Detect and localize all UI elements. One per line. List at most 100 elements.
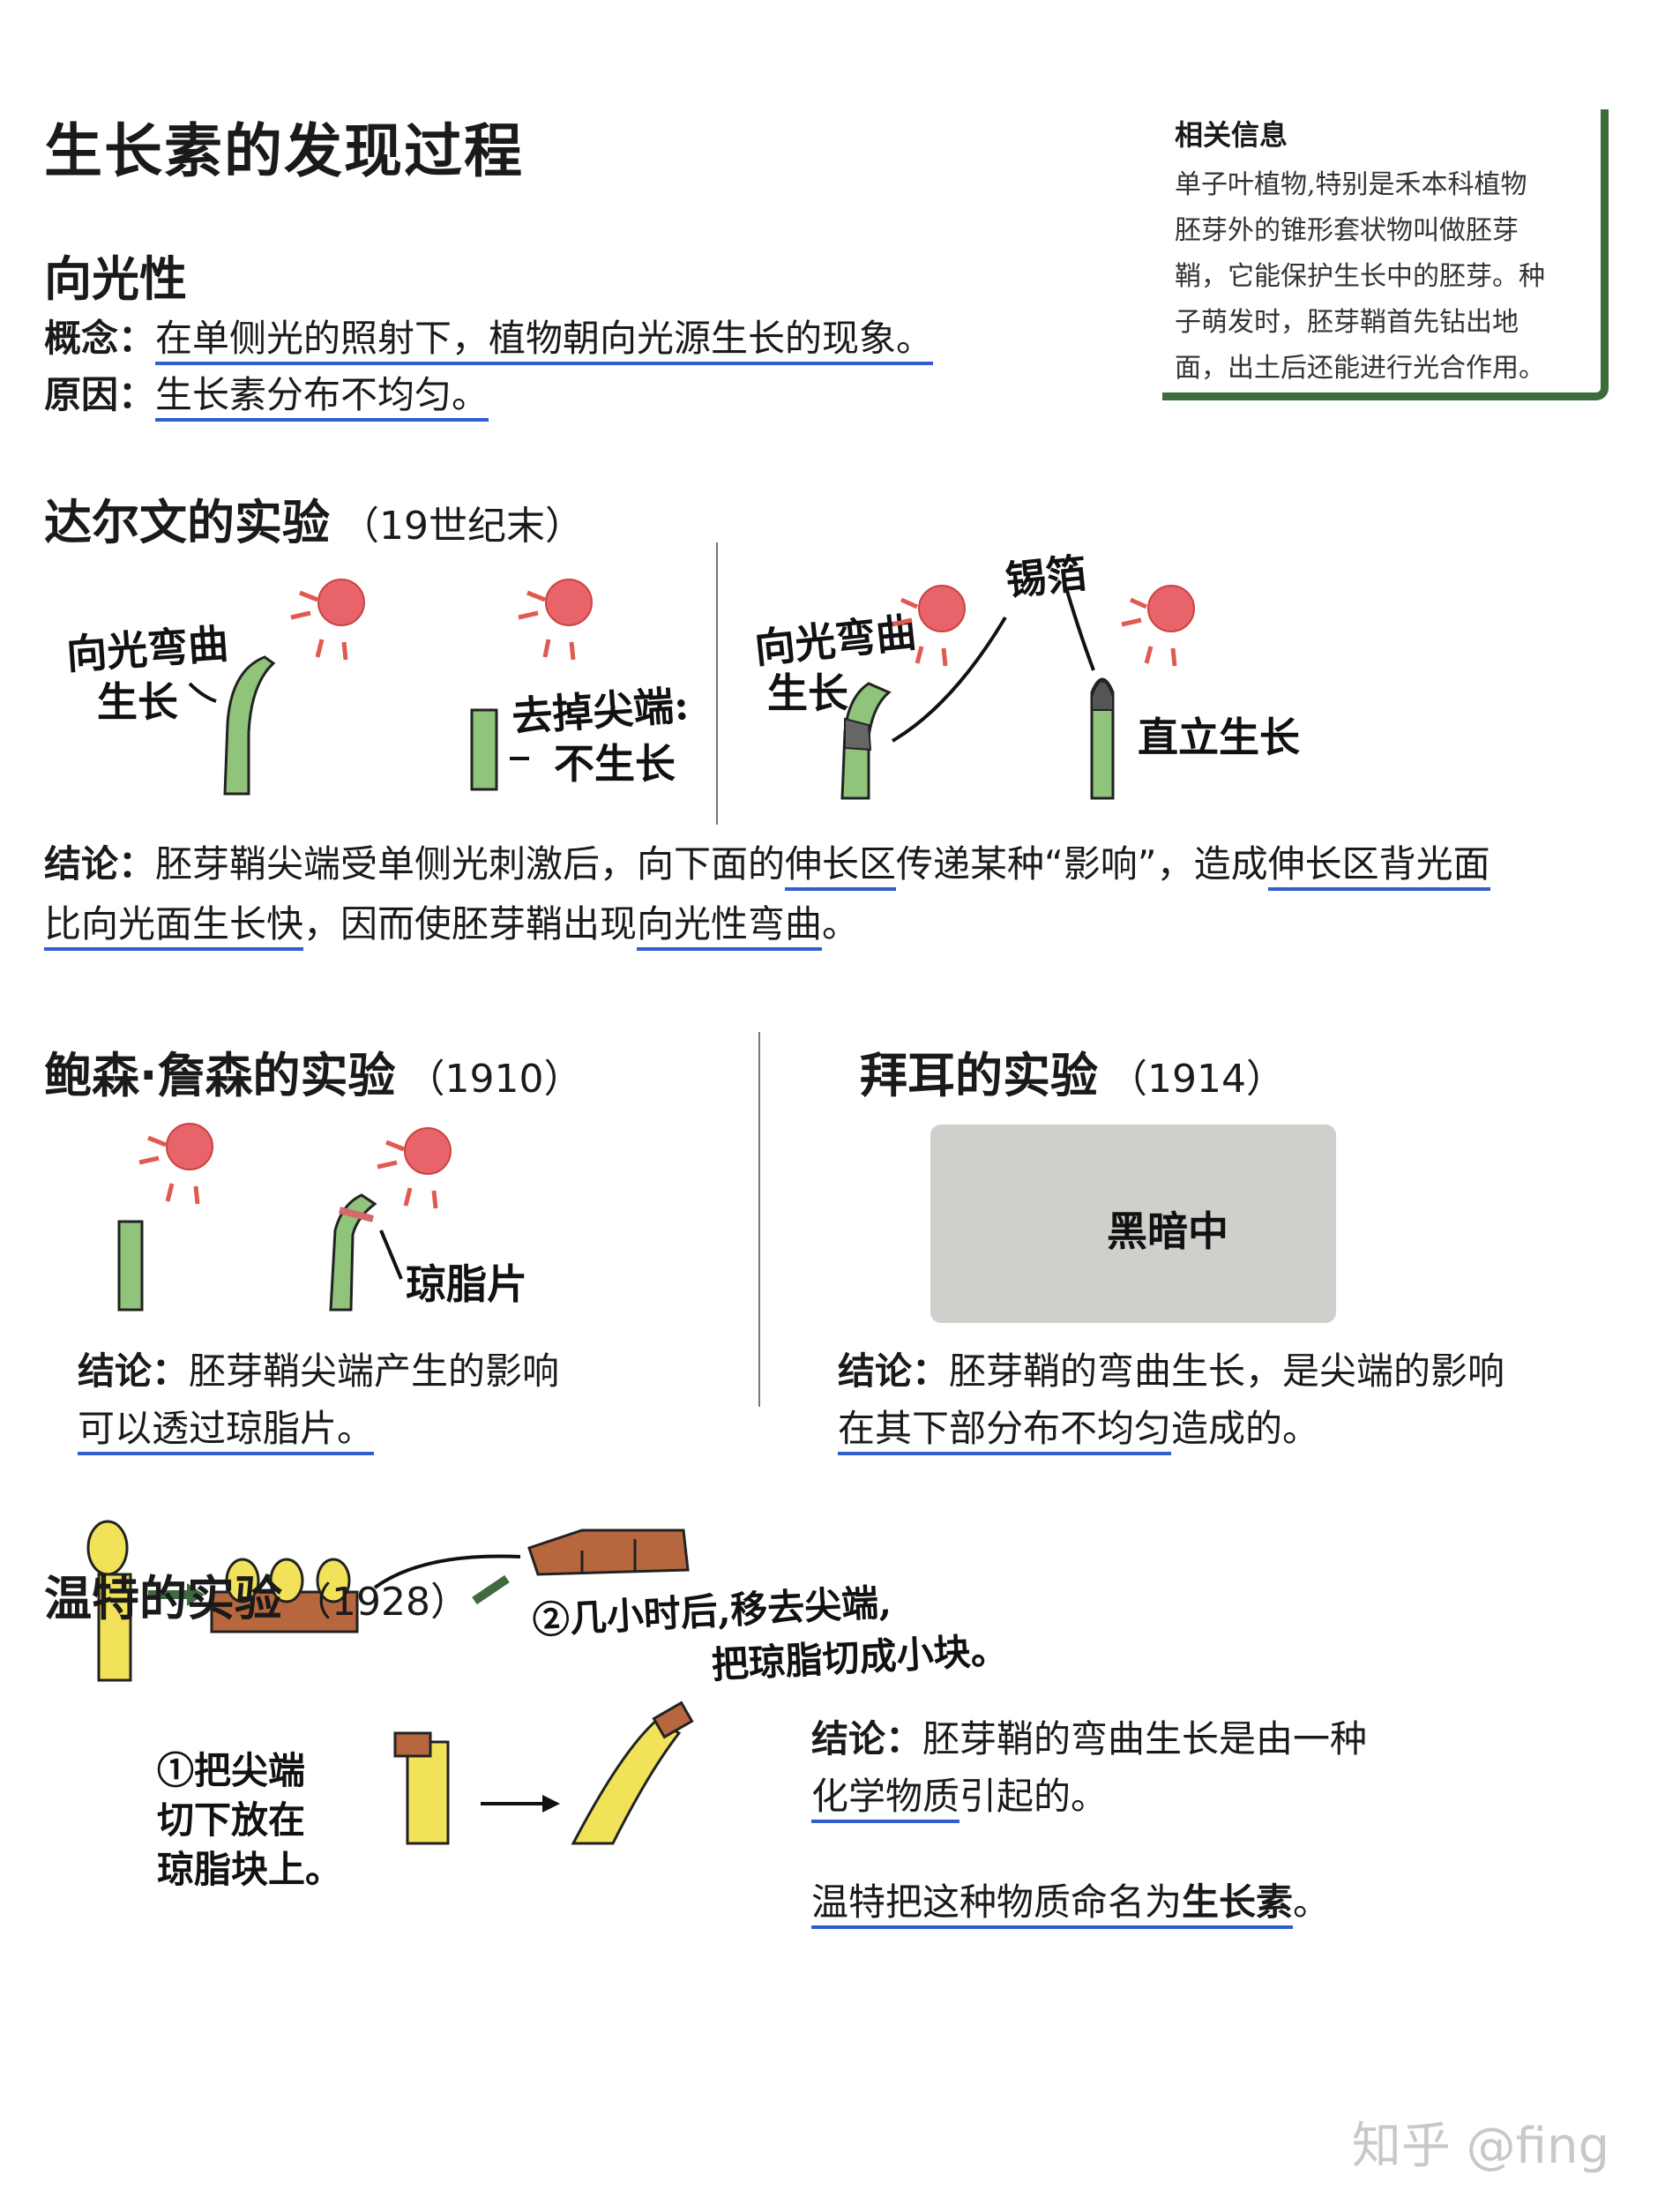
info-box-line: 子萌发时，胚芽鞘首先钻出地 bbox=[1175, 307, 1519, 338]
went-conclusion-text: 引起的。 bbox=[959, 1775, 1109, 1818]
boysen-conclusion-line-1: 结论：胚芽鞘尖端产生的影响 bbox=[78, 1343, 559, 1400]
coleoptile-bent bbox=[223, 655, 276, 796]
agar-cube-on-side bbox=[393, 1731, 432, 1758]
cut-tip bbox=[86, 1520, 129, 1576]
paal-conclusion-text: 造成的。 bbox=[1171, 1407, 1320, 1450]
label-dark: 黑暗中 bbox=[1107, 1207, 1228, 1255]
arrow bbox=[891, 616, 1007, 743]
went-title: 温特的实验 bbox=[44, 1571, 282, 1626]
arrow-head bbox=[187, 1583, 205, 1606]
concept-text: 在单侧光的照射下，植物朝向光源生长的现象。 bbox=[155, 317, 934, 365]
label-grow-2: 生长 bbox=[767, 669, 848, 717]
boysen-conclusion-highlight: 可以透过琼脂片。 bbox=[78, 1407, 375, 1455]
went-naming-line: 温特把这种物质命名为生长素。 bbox=[811, 1874, 1330, 1931]
darwin-title: 达尔文的实验 bbox=[44, 495, 330, 550]
boysen-conclusion-label: 结论： bbox=[78, 1349, 190, 1393]
went-conclusion-line-1: 结论：胚芽鞘的弯曲生长是由一种 bbox=[811, 1711, 1367, 1768]
coleoptile-agar bbox=[329, 1193, 377, 1312]
label-upright: 直立生长 bbox=[1138, 714, 1300, 761]
cause-text: 生长素分布不均匀。 bbox=[155, 373, 489, 422]
darwin-conclusion-label: 结论： bbox=[44, 842, 156, 886]
darwin-conclusion-line-1: 结论：胚芽鞘尖端受单侧光刺激后，向下面的伸长区传递某种“影响”，造成伸长区背光面 bbox=[44, 836, 1490, 893]
step-1-line: 琼脂块上。 bbox=[157, 1848, 343, 1891]
sun-icon bbox=[1121, 585, 1195, 667]
went-conclusion-label: 结论： bbox=[811, 1717, 923, 1760]
darwin-conclusion-text: 。 bbox=[822, 902, 860, 946]
darwin-heading: 达尔文的实验（19世纪末） bbox=[44, 483, 584, 553]
info-box-line: 面，出土后还能进行光合作用。 bbox=[1175, 353, 1545, 384]
label-grow-1: 生长 bbox=[97, 678, 178, 726]
darwin-conclusion-text: 胚芽鞘尖端受单侧光刺激后，向下面的 bbox=[155, 842, 786, 886]
coleoptile-plain bbox=[117, 1220, 144, 1312]
divider bbox=[716, 542, 718, 825]
paal-title: 拜耳的实验 bbox=[860, 1048, 1098, 1103]
tip-on-agar bbox=[225, 1558, 260, 1603]
arrow-head bbox=[542, 1795, 560, 1813]
paal-conclusion-line-1: 结论：胚芽鞘的弯曲生长，是尖端的影响 bbox=[838, 1343, 1505, 1400]
agar-cube-lines bbox=[580, 1539, 637, 1574]
coleoptile-went-1 bbox=[97, 1573, 132, 1682]
tip-on-agar bbox=[316, 1558, 351, 1603]
dark-box bbox=[930, 1125, 1336, 1323]
info-box: 相关信息 单子叶植物,特别是禾本科植物 胚芽外的锥形套状物叫做胚芽 鞘，它能保护… bbox=[1162, 109, 1609, 400]
boysen-heading: 鲍森·詹森的实验（1910） bbox=[44, 1036, 583, 1106]
info-box-line: 鞘，它能保护生长中的胚芽。种 bbox=[1175, 261, 1545, 292]
sun-icon bbox=[138, 1123, 213, 1205]
went-year: （1928） bbox=[293, 1580, 469, 1625]
arrow bbox=[188, 682, 217, 703]
went-conclusion-highlight: 化学物质 bbox=[811, 1775, 960, 1823]
went-naming-text: 温特把这种物质命名为生长素 bbox=[811, 1880, 1294, 1929]
coleoptile-went-bent bbox=[571, 1718, 682, 1845]
sun-icon bbox=[892, 585, 966, 667]
arrow bbox=[472, 1574, 510, 1605]
agar-cube-bent bbox=[652, 1700, 694, 1739]
paal-conclusion-highlight: 在其下部分布不均匀 bbox=[838, 1407, 1172, 1455]
paal-conclusion-line-2: 在其下部分布不均匀造成的。 bbox=[838, 1401, 1319, 1457]
went-naming-end: 。 bbox=[1293, 1880, 1331, 1924]
concept-label: 概念： bbox=[44, 317, 156, 360]
boysen-year: （1910） bbox=[406, 1057, 583, 1102]
darwin-conclusion-text: ，因而使胚芽鞘出现 bbox=[303, 902, 638, 946]
darwin-year: （19世纪末） bbox=[340, 504, 584, 549]
paal-heading: 拜耳的实验（1914） bbox=[860, 1036, 1285, 1106]
foil-band bbox=[844, 717, 872, 751]
divider bbox=[758, 1032, 760, 1407]
went-conclusion-text: 胚芽鞘的弯曲生长是由一种 bbox=[922, 1717, 1368, 1760]
went-conclusion-line-2: 化学物质引起的。 bbox=[811, 1768, 1108, 1825]
darwin-conclusion-highlight: 伸长区 bbox=[785, 842, 897, 891]
sun-icon bbox=[290, 579, 365, 661]
agar-cubes bbox=[527, 1529, 690, 1576]
arrow bbox=[1065, 590, 1095, 671]
info-box-line: 单子叶植物,特别是禾本科植物 bbox=[1175, 169, 1527, 200]
info-box-heading: 相关信息 bbox=[1175, 118, 1288, 152]
info-box-line: 胚芽外的锥形套状物叫做胚芽 bbox=[1175, 215, 1519, 246]
foil-cap bbox=[1091, 680, 1114, 711]
label-step-1: ①把尖端 切下放在 琼脂块上。 bbox=[157, 1746, 342, 1895]
paal-year: （1914） bbox=[1109, 1057, 1285, 1102]
darwin-conclusion-line-2: 比向光面生长快，因而使胚芽鞘出现向光性弯曲。 bbox=[44, 896, 859, 953]
tip-on-agar bbox=[269, 1558, 304, 1603]
sun-icon bbox=[377, 1127, 452, 1209]
boysen-conclusion-text: 胚芽鞘尖端产生的影响 bbox=[189, 1349, 560, 1393]
boysen-conclusion-line-2: 可以透过琼脂片。 bbox=[78, 1401, 375, 1457]
went-heading: 温特的实验（1928） bbox=[44, 1559, 469, 1629]
watermark: 知乎 @fing bbox=[1351, 2118, 1609, 2175]
phototropism-heading: 向光性 bbox=[44, 251, 187, 307]
darwin-conclusion-highlight: 比向光面生长快 bbox=[44, 902, 304, 951]
paal-conclusion-label: 结论： bbox=[838, 1349, 950, 1393]
went-naming-a: 温特把这种物质命名为 bbox=[811, 1880, 1183, 1924]
darwin-conclusion-highlight: 向光性弯曲 bbox=[637, 902, 823, 951]
cause-row: 原因：生长素分布不均匀。 bbox=[44, 367, 489, 423]
step-1-line: 切下放在 bbox=[157, 1798, 306, 1842]
sun-icon bbox=[518, 579, 593, 661]
label-no-growth: 不生长 bbox=[554, 740, 676, 788]
arrow bbox=[379, 1230, 403, 1280]
darwin-conclusion-text: 传递某种“影响”，造成 bbox=[896, 842, 1268, 886]
page-title: 生长素的发现过程 bbox=[44, 117, 524, 185]
cause-label: 原因： bbox=[44, 373, 156, 416]
boysen-title: 鲍森·詹森的实验 bbox=[44, 1048, 396, 1103]
arrow bbox=[373, 1554, 521, 1589]
concept-row: 概念：在单侧光的照射下，植物朝向光源生长的现象。 bbox=[44, 310, 934, 367]
agar-slice bbox=[338, 1207, 375, 1222]
